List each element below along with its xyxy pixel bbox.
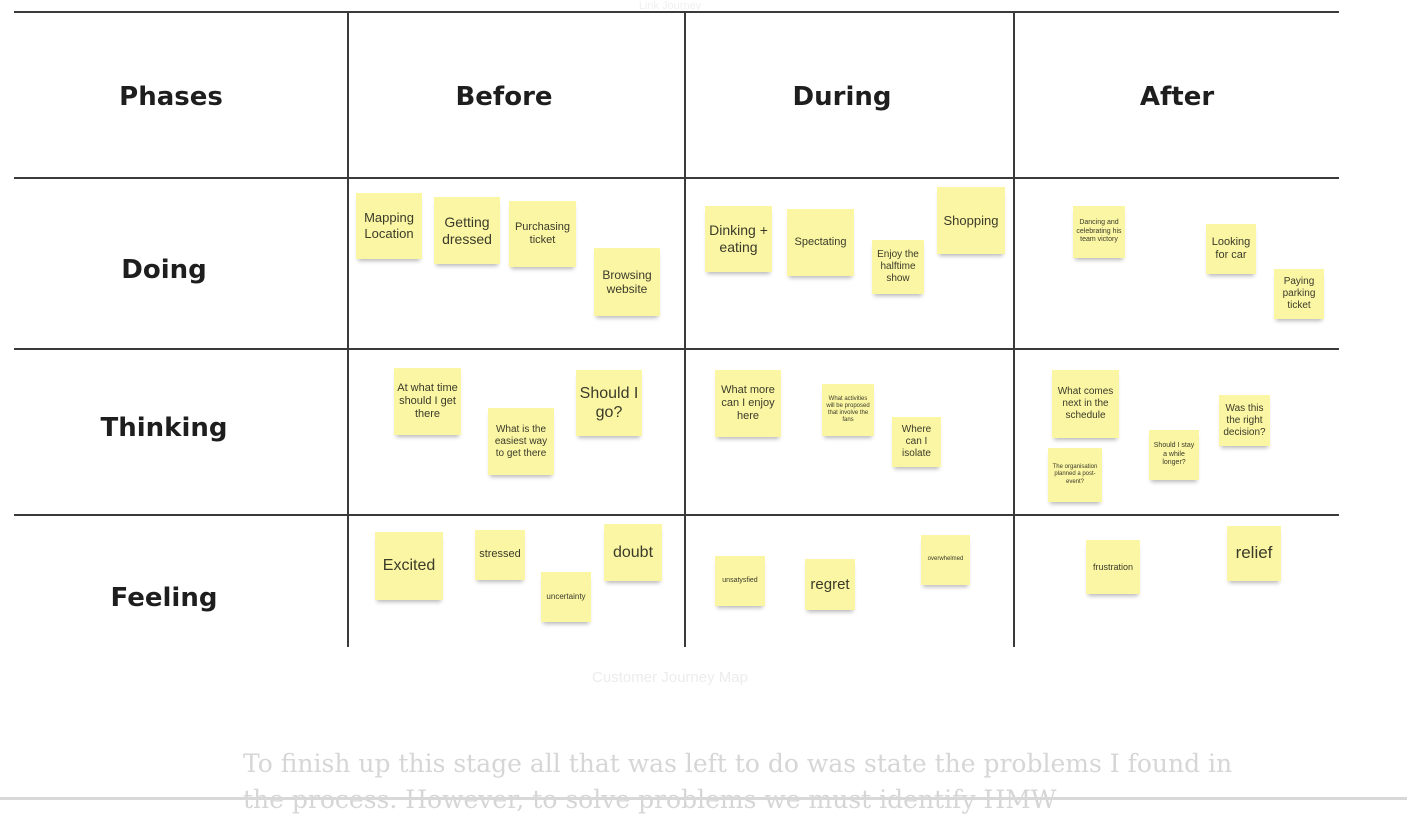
sticky-note: uncertainty xyxy=(541,572,591,622)
grid-line-doing-bottom xyxy=(14,348,1339,350)
sticky-note: Purchasing ticket xyxy=(509,201,576,267)
sticky-note: Looking for car xyxy=(1206,224,1256,274)
sticky-note: unsatysfied xyxy=(715,556,765,606)
sticky-note: Dinking + eating xyxy=(705,206,772,272)
sticky-note: What is the easiest way to get there xyxy=(488,408,554,475)
column-header-after: After xyxy=(1139,82,1215,112)
sticky-note: Should I stay a while longer? xyxy=(1149,430,1199,480)
bottom-divider xyxy=(0,797,1407,800)
sticky-note: Was this the right decision? xyxy=(1219,395,1270,446)
sticky-note: stressed xyxy=(475,530,525,580)
sticky-note: Shopping xyxy=(937,187,1005,254)
diagram-top-label: Link Journey xyxy=(638,0,702,12)
column-header-during: During xyxy=(792,82,892,112)
grid-line-col3 xyxy=(1013,12,1015,647)
sticky-note: frustration xyxy=(1086,540,1140,594)
sticky-note: Browsing website xyxy=(594,248,660,316)
sticky-note: What more can I enjoy here xyxy=(715,370,781,437)
sticky-note: What activities will be proposed that in… xyxy=(822,384,874,436)
article-paragraph: To finish up this stage all that was lef… xyxy=(243,746,1233,818)
sticky-note: Dancing and celebrating his team victory xyxy=(1073,206,1125,258)
sticky-note: regret xyxy=(805,559,855,610)
column-header-phases: Phases xyxy=(119,82,223,112)
row-header-thinking: Thinking xyxy=(100,413,228,443)
customer-journey-map: Phases Before During After Doing Thinkin… xyxy=(14,10,1339,647)
column-header-before: Before xyxy=(455,82,553,112)
sticky-note: Excited xyxy=(375,532,443,600)
sticky-note: Getting dressed xyxy=(434,197,500,264)
article-line-2: the process. However, to solve problems … xyxy=(243,785,1057,814)
grid-line-header-bottom xyxy=(14,177,1339,179)
sticky-note: overwhelmed xyxy=(921,535,970,585)
figure-caption: Customer Journey Map xyxy=(592,669,748,686)
sticky-note: The organisation planned a post-event? xyxy=(1048,448,1102,502)
grid-line-col1 xyxy=(347,12,349,647)
article-line-1: To finish up this stage all that was lef… xyxy=(243,749,1233,778)
sticky-note: Should I go? xyxy=(576,370,642,436)
sticky-note: relief xyxy=(1227,526,1281,581)
sticky-note: At what time should I get there xyxy=(394,368,461,435)
sticky-note: What comes next in the schedule xyxy=(1052,370,1119,438)
grid-line-top xyxy=(14,11,1339,13)
grid-line-col2 xyxy=(684,12,686,647)
sticky-note: Where can I isolate xyxy=(892,417,941,467)
sticky-note: Mapping Location xyxy=(356,193,422,259)
sticky-note: Enjoy the halftime show xyxy=(872,240,924,294)
sticky-note: Paying parking ticket xyxy=(1274,269,1324,319)
row-header-doing: Doing xyxy=(121,255,207,285)
grid-line-thinking-bottom xyxy=(14,514,1339,516)
row-header-feeling: Feeling xyxy=(110,583,218,613)
sticky-note: Spectating xyxy=(787,209,854,276)
sticky-note: doubt xyxy=(604,524,662,581)
